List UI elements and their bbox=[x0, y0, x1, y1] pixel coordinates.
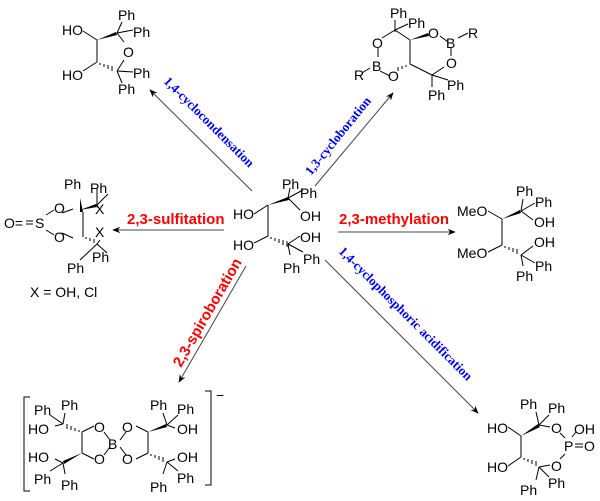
atom-ph: Ph bbox=[408, 15, 425, 31]
atom-r: R bbox=[354, 67, 364, 83]
atom-o: O bbox=[551, 420, 562, 436]
atom-oh: OH bbox=[177, 449, 198, 465]
atom-ph: Ph bbox=[428, 87, 445, 103]
arrow-spiroboration bbox=[178, 265, 247, 383]
atom-ho: HO bbox=[28, 421, 49, 437]
label-methylation: 2,3-methylation bbox=[339, 211, 449, 228]
label-sulfitation: 2,3-sulfitation bbox=[127, 211, 225, 228]
atom-ph: Ph bbox=[390, 5, 407, 21]
atom-ph: Ph bbox=[520, 482, 537, 498]
atom-ph: Ph bbox=[133, 24, 150, 40]
label-spiroboration: 2,3-spiroboration bbox=[170, 255, 246, 370]
dimethyl-ether-product: Ph Ph MeO OH OH MeO Ph Ph bbox=[457, 183, 555, 284]
atom-ph: Ph bbox=[282, 176, 299, 192]
atom-ph: Ph bbox=[177, 401, 194, 417]
atom-r: R bbox=[468, 25, 478, 41]
atom-o: O bbox=[94, 451, 105, 467]
atom-oh: OH bbox=[300, 208, 321, 224]
atom-oh: OH bbox=[534, 214, 555, 230]
atom-ho: HO bbox=[62, 22, 83, 38]
atom-ph: Ph bbox=[118, 7, 135, 23]
atom-ho: HO bbox=[487, 420, 508, 436]
atom-ph: Ph bbox=[34, 402, 51, 418]
atom-x: X bbox=[95, 224, 105, 240]
atom-ph: Ph bbox=[67, 260, 84, 276]
atom-ho: HO bbox=[233, 237, 254, 253]
atom-oh: OH bbox=[534, 234, 555, 250]
cyclic-sulfite-product: Ph Ph O X O= S X O Ph Ph X = OH, Cl bbox=[4, 176, 109, 300]
atom-ph: Ph bbox=[61, 477, 78, 493]
atom-o: O bbox=[54, 229, 65, 245]
atom-ho: HO bbox=[233, 206, 254, 222]
atom-meo: MeO bbox=[457, 203, 487, 219]
atom-o: O bbox=[372, 35, 383, 51]
label-cyclophosphoric: 1,4-cyclophosphoric acidification bbox=[336, 244, 476, 384]
atom-b: B bbox=[108, 436, 117, 452]
atom-ph: Ph bbox=[34, 471, 51, 487]
atom-oh: OH bbox=[574, 421, 595, 437]
arrow-cycloboration bbox=[314, 92, 394, 187]
atom-p: P bbox=[564, 438, 573, 454]
atom-ph: Ph bbox=[150, 397, 167, 413]
atom-ph: Ph bbox=[548, 475, 565, 491]
arrow-cyclophosphoric bbox=[324, 259, 479, 414]
atom-ph: Ph bbox=[92, 249, 109, 265]
atom-b: B bbox=[446, 35, 455, 51]
atom-o: O bbox=[584, 438, 595, 454]
atom-ph: Ph bbox=[548, 400, 565, 416]
atom-ph: Ph bbox=[64, 176, 81, 192]
atom-o: O bbox=[94, 419, 105, 435]
bis-dioxaborinane-product: Ph Ph O O B R O R B O Ph Ph bbox=[354, 5, 478, 103]
substituent-note: X = OH, Cl bbox=[30, 284, 97, 300]
atom-ph: Ph bbox=[447, 77, 464, 93]
atom-x: X bbox=[95, 201, 105, 217]
atom-meo: MeO bbox=[457, 245, 487, 261]
atom-o: O bbox=[551, 458, 562, 474]
spiroborate-anion-product: − bbox=[23, 387, 224, 495]
atom-o: O bbox=[122, 419, 133, 435]
atom-s: S bbox=[35, 215, 44, 231]
atom-o-double: O= bbox=[4, 215, 23, 231]
cyclic-phosphate-product: Ph Ph HO O OH P O O HO Ph Ph bbox=[487, 396, 595, 498]
negative-charge: − bbox=[216, 387, 224, 403]
arrow-cyclocondensation bbox=[149, 89, 253, 192]
atom-ph: Ph bbox=[535, 258, 552, 274]
atom-ph: Ph bbox=[118, 81, 135, 97]
label-cyclocondensation: 1,4-cyclocondensation bbox=[161, 74, 258, 171]
atom-o: O bbox=[388, 68, 399, 84]
atom-ph: Ph bbox=[516, 183, 533, 199]
atom-oh: OH bbox=[177, 421, 198, 437]
tetrahydrofuran-product: Ph Ph HO O HO Ph Ph bbox=[62, 7, 150, 97]
atom-ph: Ph bbox=[283, 260, 300, 276]
atom-ph: Ph bbox=[516, 268, 533, 284]
atom-o: O bbox=[428, 25, 439, 41]
atom-ho: HO bbox=[62, 67, 83, 83]
atom-ph: Ph bbox=[150, 479, 167, 495]
atom-ho: HO bbox=[487, 459, 508, 475]
atom-ph: Ph bbox=[133, 65, 150, 81]
atom-o: O bbox=[122, 451, 133, 467]
atom-o: O bbox=[54, 200, 65, 216]
atom-ph: Ph bbox=[61, 397, 78, 413]
atom-ho: HO bbox=[28, 449, 49, 465]
atom-ph: Ph bbox=[520, 396, 537, 412]
atom-oh: OH bbox=[300, 229, 321, 245]
label-cycloboration: 1,3-cycloboration bbox=[302, 93, 375, 178]
central-diol-molecule: Ph Ph HO OH OH HO Ph Ph bbox=[233, 176, 321, 276]
atom-ph: Ph bbox=[303, 251, 320, 267]
atom-o: O bbox=[123, 44, 134, 60]
atom-b: B bbox=[372, 58, 381, 74]
atom-ph: Ph bbox=[300, 185, 317, 201]
atom-ph: Ph bbox=[177, 470, 194, 486]
atom-ph: Ph bbox=[535, 194, 552, 210]
atom-ph: Ph bbox=[90, 180, 107, 196]
atom-o: O bbox=[446, 55, 457, 71]
